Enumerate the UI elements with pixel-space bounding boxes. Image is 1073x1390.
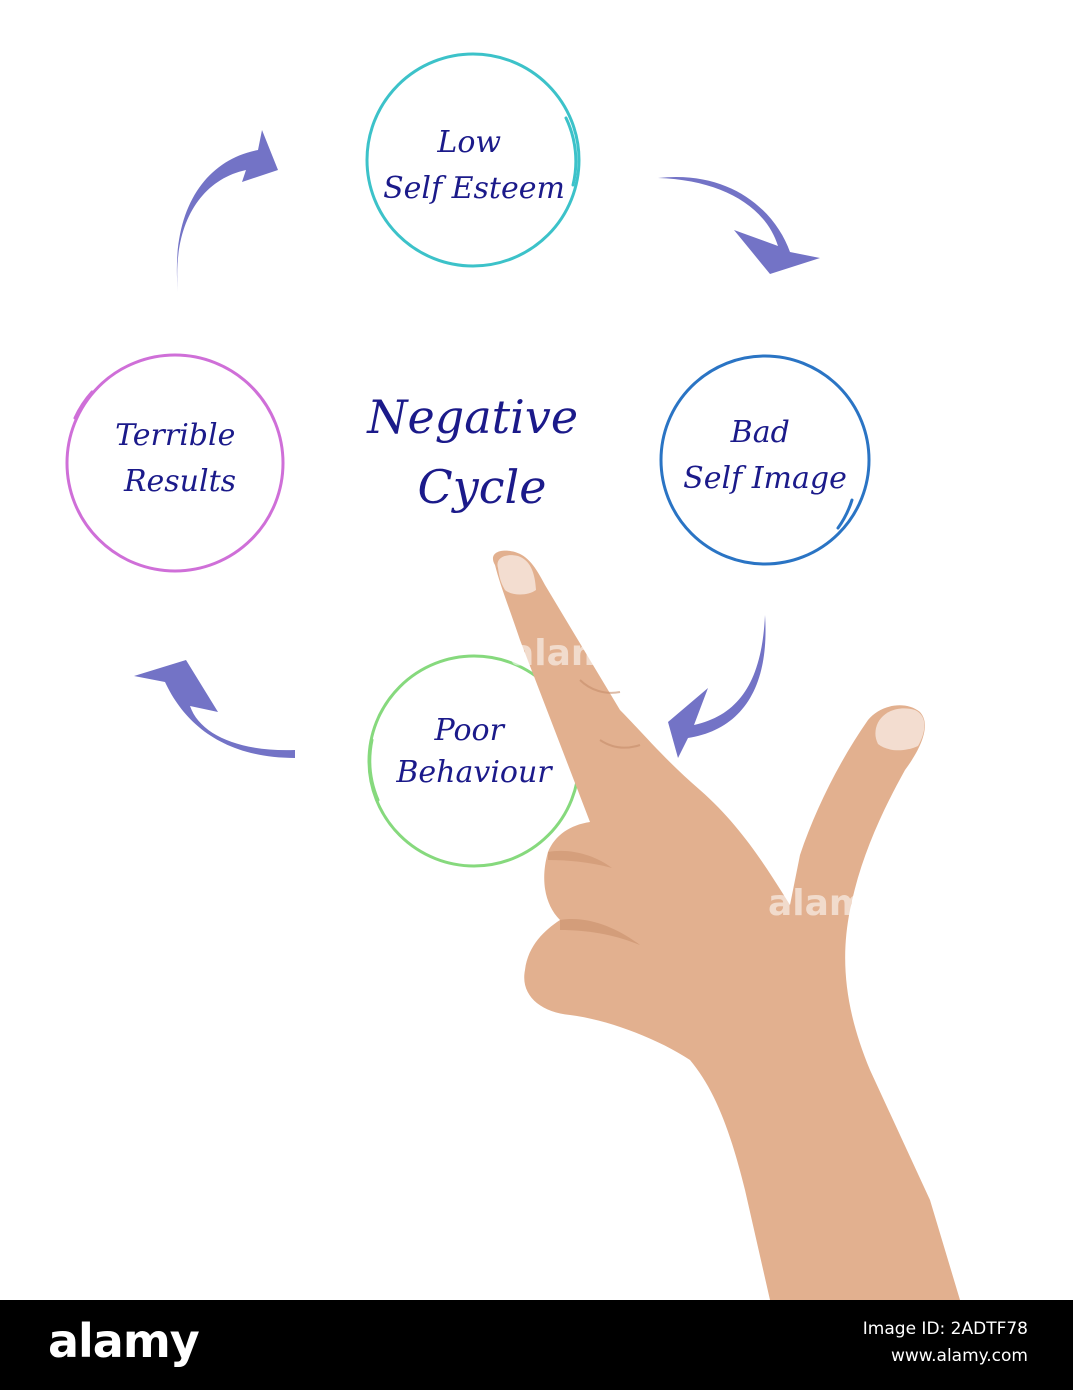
node-ring-terrible-results [65, 353, 285, 573]
negative-cycle-diagram: Low Self Esteem Bad Self Image Poor Beha… [65, 52, 960, 1300]
pointing-hand-image [492, 550, 960, 1300]
node-ring-low-self-esteem [365, 52, 581, 268]
watermark-text-2: alamy [768, 883, 890, 924]
node-label-bad-self-image-line1: Bad [730, 415, 790, 450]
arrow-top-left [176, 130, 278, 292]
svg-text:Poor Behaviour: Poor Behaviour [395, 713, 553, 790]
node-low-self-esteem: Low Self Esteem [365, 52, 581, 268]
svg-text:Bad Self Image: Bad Self Image [683, 415, 847, 496]
arrow-top-right [658, 176, 820, 274]
diagram-title: Negative Cycle [366, 390, 592, 514]
footer-logo: alamy [48, 1314, 200, 1368]
node-poor-behaviour: Poor Behaviour [367, 654, 581, 868]
footer-bar: alamy Image ID: 2ADTF78 www.alamy.com [0, 1300, 1073, 1390]
diagram-title-line1: Negative [366, 390, 578, 444]
node-label-low-self-esteem-line2: Self Esteem [383, 171, 565, 206]
node-label-low-self-esteem-line1: Low [436, 125, 501, 160]
node-label-terrible-results-line2: Results [123, 464, 236, 499]
footer-image-id: Image ID: 2ADTF78 [862, 1319, 1028, 1339]
watermark-text-1: alamy [510, 633, 632, 674]
diagram-title-line2: Cycle [418, 460, 547, 514]
arrow-bottom-right [668, 615, 766, 758]
node-label-bad-self-image-line2: Self Image [683, 461, 847, 496]
node-ring-bad-self-image [659, 354, 871, 566]
node-label-poor-behaviour-line1: Poor [434, 713, 506, 748]
svg-text:Low Self Esteem: Low Self Esteem [383, 125, 565, 206]
footer-url: www.alamy.com [890, 1346, 1028, 1366]
node-label-poor-behaviour-line2: Behaviour [395, 755, 553, 790]
svg-text:Terrible Results: Terrible Results [115, 418, 245, 499]
node-terrible-results: Terrible Results [65, 353, 285, 573]
footer-image-info: Image ID: 2ADTF78 www.alamy.com [863, 1316, 1028, 1370]
arrow-bottom-left [134, 660, 295, 758]
node-bad-self-image: Bad Self Image [659, 354, 871, 566]
node-label-terrible-results-line1: Terrible [115, 418, 235, 453]
